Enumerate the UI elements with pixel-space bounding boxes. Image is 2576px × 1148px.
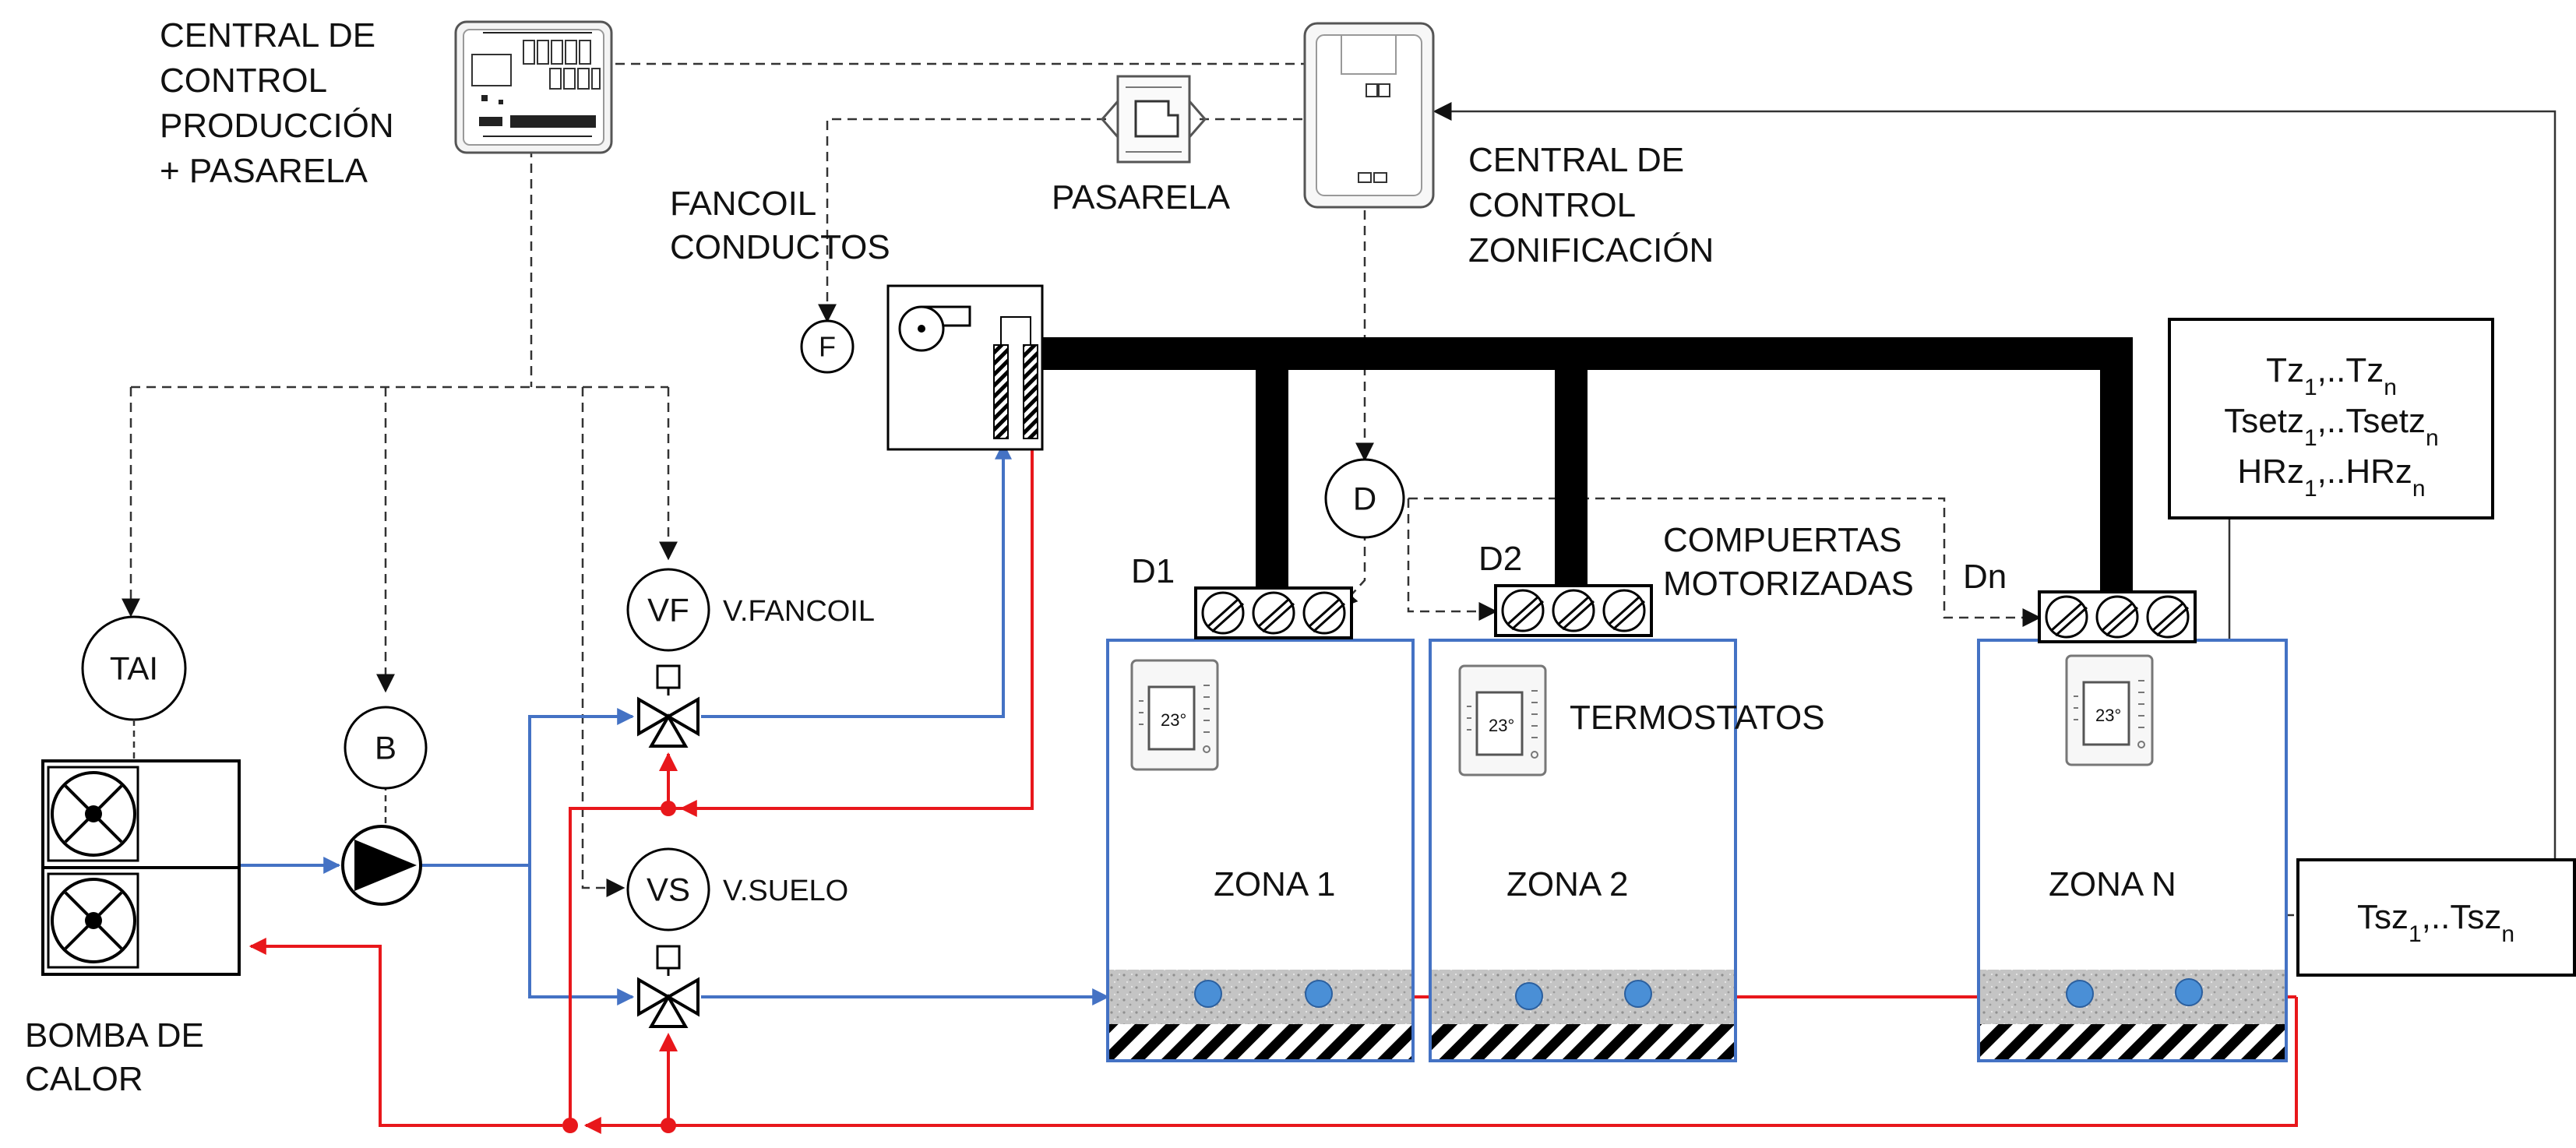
bomba-calor-label-1: BOMBA DE <box>25 1016 204 1055</box>
zone-2-label: ZONA 2 <box>1506 865 1629 903</box>
zone-n <box>1977 639 2288 1062</box>
central-zonificacion-icon <box>1303 22 1435 209</box>
heat-pump-icon <box>41 759 241 976</box>
thermostat-n-icon: 23° <box>2065 654 2154 766</box>
fancoil-label-1: FANCOIL <box>670 185 816 223</box>
central-produccion-label-2: CONTROL <box>160 62 327 100</box>
f-label: F <box>819 331 836 363</box>
tsz-box <box>2296 858 2576 977</box>
compuertas-label-2: MOTORIZADAS <box>1663 565 1914 603</box>
valve-suelo-icon <box>637 945 700 1028</box>
zone-info-line-3: HRz1,..HRzn <box>2237 453 2425 502</box>
pump-icon <box>341 784 422 906</box>
central-zonificacion-label-2: CONTROL <box>1468 186 1636 224</box>
zone-info-box <box>2168 318 2494 519</box>
v-suelo-label: V.SUELO <box>723 875 848 907</box>
central-produccion-label-1: CENTRAL DE <box>160 16 375 55</box>
zone-info-line-1: Tz1,..Tzn <box>2266 351 2397 400</box>
thermostat-1-display: 23° <box>1161 710 1186 730</box>
pasarela-label: PASARELA <box>1052 178 1231 217</box>
supply-pipes <box>240 442 1110 1005</box>
damper-n-label: Dn <box>1963 558 2007 596</box>
b-label: B <box>375 730 396 766</box>
damper-2 <box>1494 584 1653 637</box>
fancoil-label-2: CONDUCTOS <box>670 228 890 266</box>
compuertas-label-1: COMPUERTAS <box>1663 521 1901 559</box>
thermostat-1-icon: 23° <box>1130 659 1219 771</box>
fancoil-icon <box>886 284 1044 451</box>
f-symbol <box>800 319 855 374</box>
v-fancoil-label: V.FANCOIL <box>723 595 875 628</box>
damper-n <box>2038 590 2197 643</box>
termostatos-label: TERMOSTATOS <box>1570 699 1825 737</box>
damper-1 <box>1194 586 1353 639</box>
zone-1-label: ZONA 1 <box>1214 865 1336 903</box>
central-zonificacion-label-1: CENTRAL DE <box>1468 141 1684 179</box>
thermostat-n-display: 23° <box>2095 706 2121 725</box>
control-lines <box>122 62 2042 897</box>
tsz-text: Tsz1,..Tszn <box>2357 898 2514 947</box>
d-symbol <box>1324 458 1405 539</box>
valve-fancoil-icon <box>637 664 700 748</box>
vs-symbol <box>626 847 710 931</box>
b-symbol <box>344 706 428 790</box>
vf-label: VF <box>647 592 689 629</box>
valve-suelo-return-arrow <box>659 1033 678 1051</box>
central-produccion-icon <box>454 20 613 154</box>
vs-label: VS <box>647 872 690 908</box>
zone-n-label: ZONA N <box>2049 865 2176 903</box>
central-produccion-label-3: PRODUCCIÓN <box>160 107 394 145</box>
damper-1-label: D1 <box>1131 552 1175 590</box>
bomba-calor-label-2: CALOR <box>25 1060 143 1098</box>
zone-1 <box>1106 639 1415 1062</box>
ducts <box>1042 337 2133 592</box>
pasarela-icon <box>1101 75 1207 164</box>
valve-fancoil-return-arrow <box>659 752 678 771</box>
damper-2-label: D2 <box>1478 540 1522 578</box>
central-produccion-label-4: + PASARELA <box>160 152 368 190</box>
tai-symbol <box>81 615 187 761</box>
thermostat-2-display: 23° <box>1489 716 1514 735</box>
thermostat-2-icon: 23° <box>1458 664 1547 776</box>
zone-info-line-2: Tsetz1,..Tsetzn <box>2224 402 2438 451</box>
tai-label: TAI <box>110 650 158 687</box>
vf-symbol <box>626 568 710 652</box>
central-zonificacion-label-3: ZONIFICACIÓN <box>1468 231 1714 269</box>
d-label: D <box>1353 481 1376 517</box>
junction-dots <box>562 801 676 1133</box>
